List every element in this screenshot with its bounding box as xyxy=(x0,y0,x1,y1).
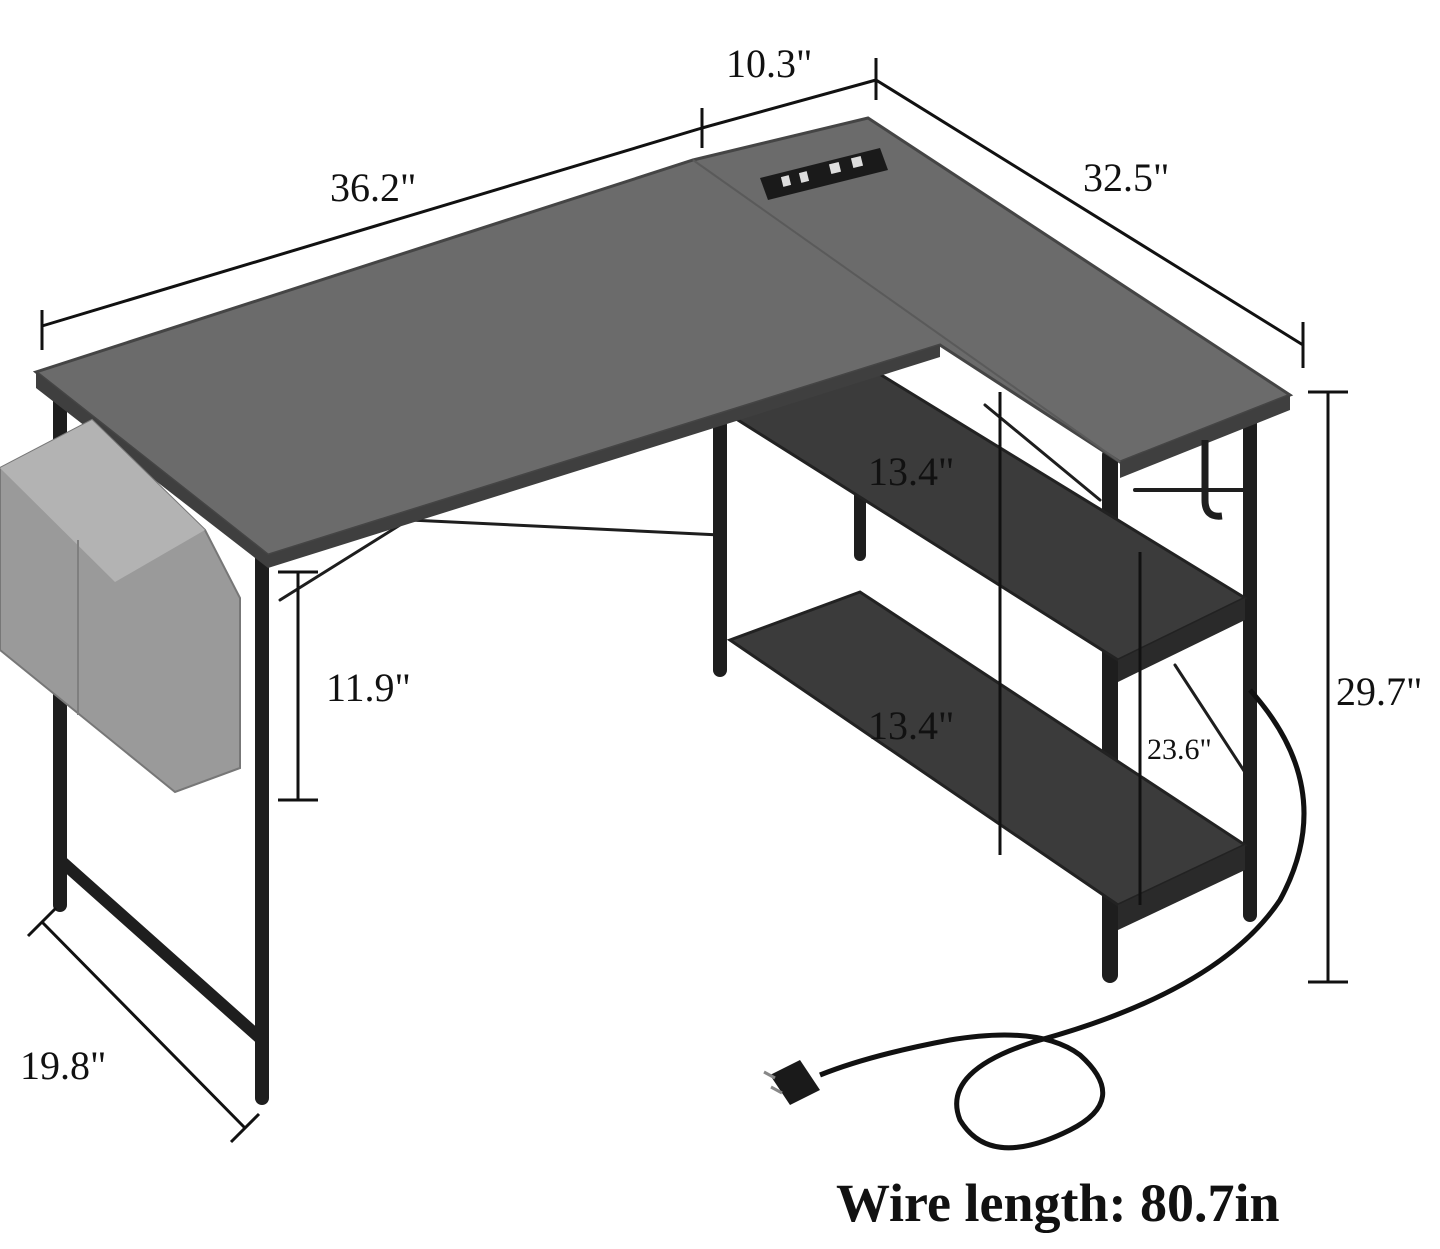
dimension-bag-height: 11.9" xyxy=(326,665,411,710)
dimension-shelf-lower: 13.4" xyxy=(868,703,955,748)
dimension-shelf-upper: 13.4" xyxy=(868,449,955,494)
dimension-shelf-side: 23.6" xyxy=(1147,733,1212,766)
power-outlet-icon xyxy=(760,148,888,200)
dimension-height-total: 29.7" xyxy=(1336,669,1423,714)
dimension-width-right: 32.5" xyxy=(1083,155,1170,200)
power-cord-icon xyxy=(819,688,1307,1151)
dimension-width-left: 36.2" xyxy=(330,165,417,210)
shelves xyxy=(726,360,1249,930)
storage-bag xyxy=(0,418,241,794)
dimension-width-middle: 10.3" xyxy=(726,41,813,86)
dimension-lines xyxy=(26,58,1348,1144)
hook-icon xyxy=(1201,440,1223,520)
plug-icon xyxy=(763,1060,820,1105)
dimension-depth: 19.8" xyxy=(20,1043,107,1088)
wire-length-caption: Wire length: 80.7in xyxy=(836,1173,1280,1233)
